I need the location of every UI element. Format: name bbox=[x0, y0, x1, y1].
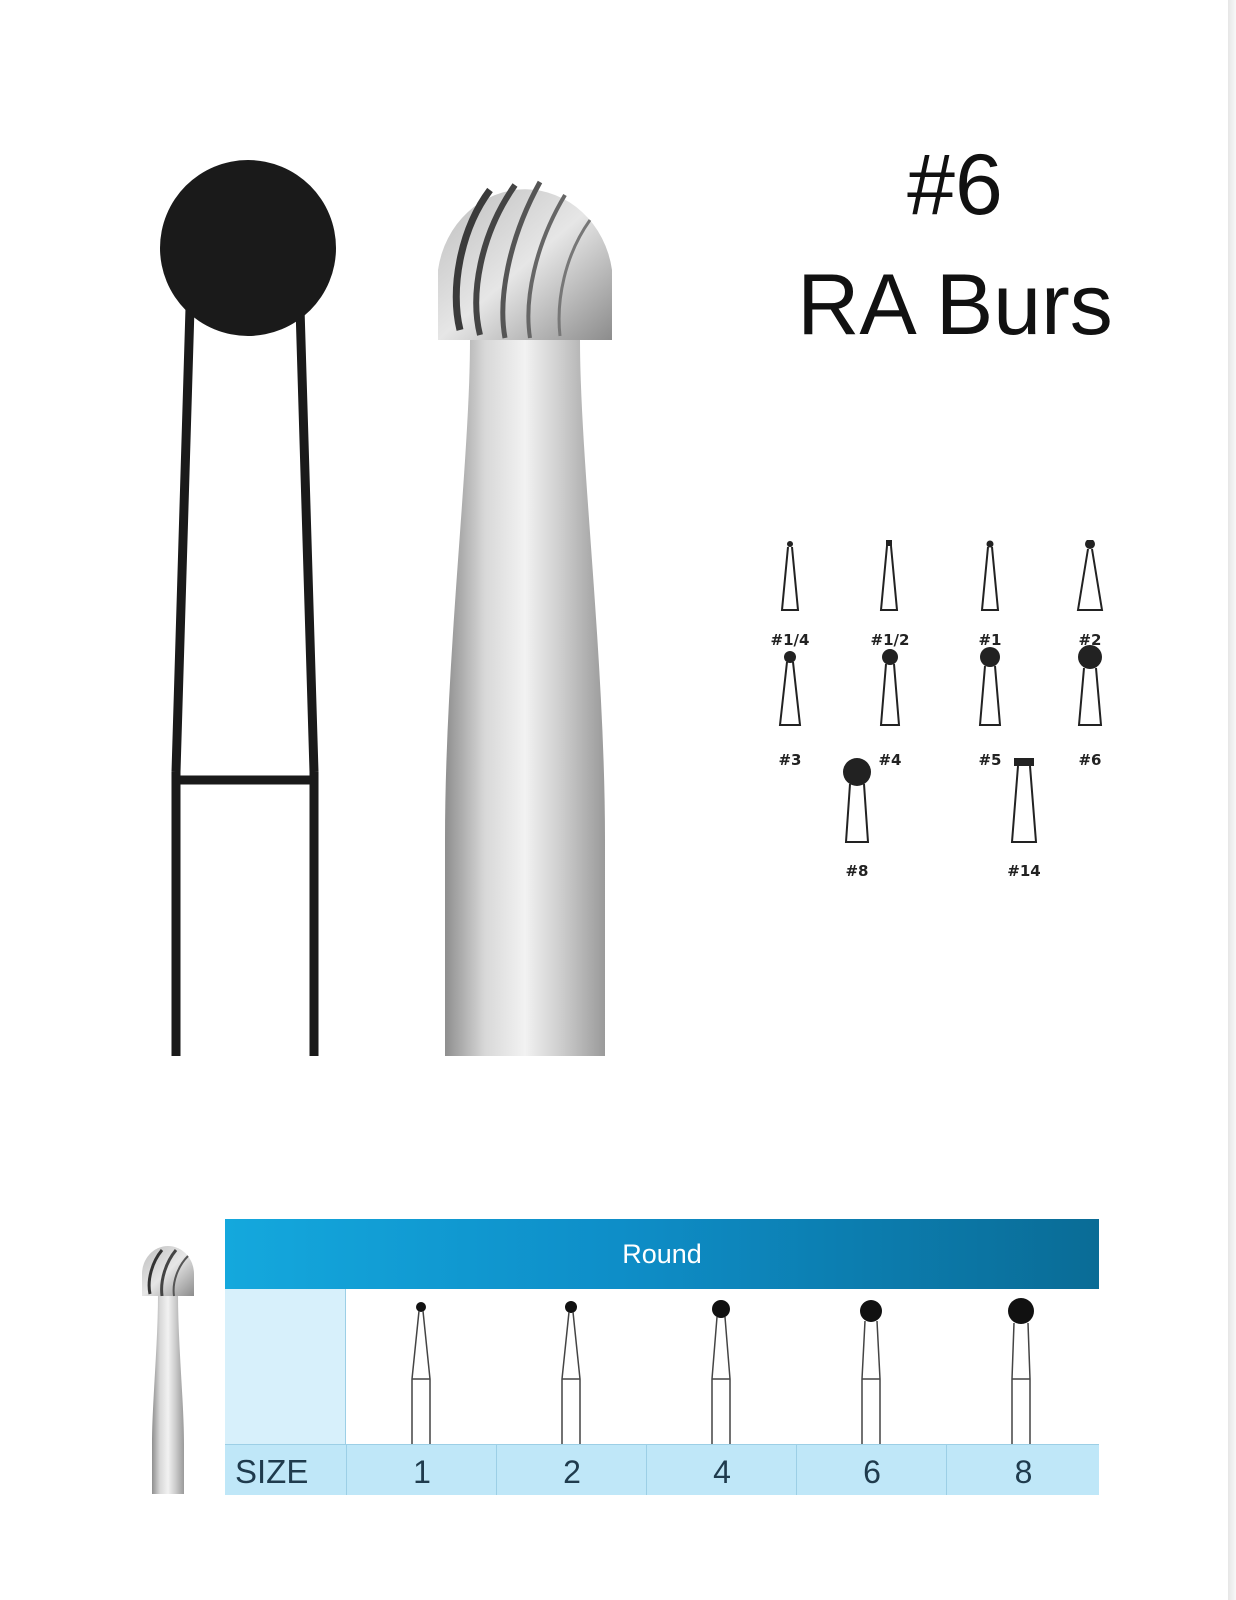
table-bur-1 bbox=[411, 1302, 431, 1444]
size-cell-6: 6 bbox=[796, 1445, 947, 1495]
size-label-14: #14 bbox=[1007, 862, 1041, 880]
table-side-panel bbox=[225, 1289, 346, 1444]
bur-outline-diagram bbox=[160, 160, 336, 1056]
round-size-table: Round SIZE bbox=[225, 1219, 1099, 1495]
round-bur-diagrams bbox=[411, 1298, 1034, 1444]
size-label-5: #5 bbox=[978, 751, 1002, 769]
size-cell-1: 1 bbox=[346, 1445, 497, 1495]
size-cell-4: 4 bbox=[646, 1445, 797, 1495]
bur-photo bbox=[438, 180, 612, 1056]
mini-bur-1-2 bbox=[879, 540, 899, 611]
size-cell-2: 2 bbox=[496, 1445, 647, 1495]
size-label-8: #8 bbox=[845, 862, 869, 880]
bur-flute bbox=[557, 219, 592, 337]
mini-bur-2 bbox=[1076, 540, 1104, 611]
bur-neck-right bbox=[295, 300, 319, 773]
size-row-label: SIZE bbox=[235, 1453, 309, 1490]
size-label-3: #3 bbox=[778, 751, 802, 769]
mini-bur-6 bbox=[1077, 645, 1103, 726]
mini-bur-14 bbox=[1010, 758, 1038, 843]
mini-bur-1 bbox=[980, 540, 1000, 611]
bur-shank-metal bbox=[445, 340, 605, 1056]
size-label-1-4: #1/4 bbox=[770, 631, 810, 649]
bur-head-silhouette bbox=[160, 160, 336, 336]
size-label-6: #6 bbox=[1078, 751, 1102, 769]
size-row: SIZE 1 2 4 6 8 bbox=[225, 1444, 1099, 1495]
bur-head-metal bbox=[438, 189, 612, 340]
table-header-round: Round bbox=[225, 1219, 1099, 1289]
table-bur-6 bbox=[860, 1300, 882, 1444]
size-label-4: #4 bbox=[878, 751, 902, 769]
size-cell-8: 8 bbox=[946, 1445, 1100, 1495]
bur-flute bbox=[473, 183, 518, 336]
table-bur-8 bbox=[1008, 1298, 1034, 1444]
mini-bur-8 bbox=[843, 758, 871, 843]
mini-bur-5 bbox=[978, 647, 1002, 726]
size-label-1: #1 bbox=[978, 631, 1002, 649]
table-diagram-row bbox=[346, 1289, 1099, 1444]
mini-bur-4 bbox=[879, 649, 901, 726]
table-bur-2 bbox=[561, 1301, 581, 1444]
size-label-2: #2 bbox=[1078, 631, 1102, 649]
product-number: #6 bbox=[907, 137, 1003, 233]
size-label-1-2: #1/2 bbox=[870, 631, 910, 649]
bur-neck-left bbox=[171, 300, 195, 773]
product-name: RA Burs bbox=[797, 257, 1113, 353]
small-bur-photo bbox=[142, 1246, 194, 1494]
table-bur-4 bbox=[711, 1300, 731, 1444]
mini-bur-1-4 bbox=[780, 541, 800, 611]
size-chart-burs bbox=[778, 540, 1104, 843]
page-edge bbox=[1228, 0, 1236, 1600]
bur-flute bbox=[500, 180, 543, 339]
mini-bur-3 bbox=[778, 651, 802, 726]
bur-flute bbox=[452, 187, 493, 331]
bur-flute bbox=[526, 193, 567, 339]
